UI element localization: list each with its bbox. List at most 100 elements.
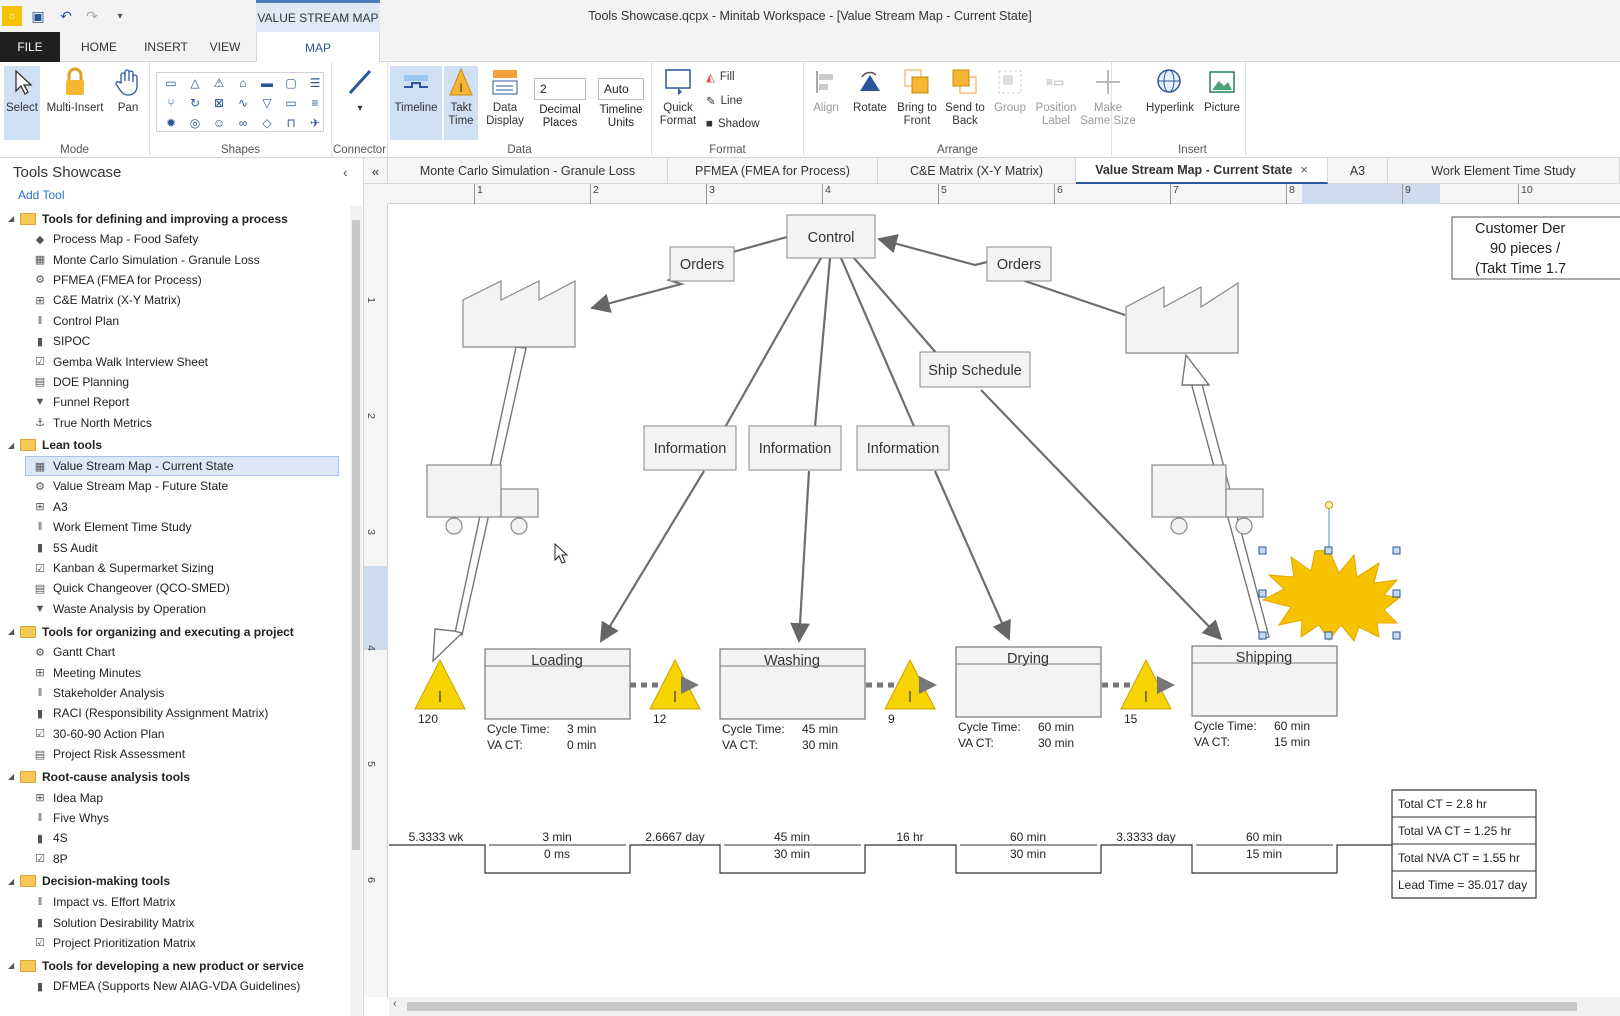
takt-time-button[interactable]: I Takt Time (444, 66, 478, 140)
control-box[interactable] (786, 214, 876, 259)
line-button[interactable]: ✎Line (706, 95, 743, 108)
tree-item[interactable]: ‖Impact vs. Effort Matrix (0, 892, 350, 912)
data-display-button[interactable]: Data Display (482, 66, 528, 128)
information-box-3[interactable] (856, 425, 950, 471)
tree-category[interactable]: ◢Tools for organizing and executing a pr… (0, 621, 350, 642)
tab-home[interactable]: HOME (81, 40, 117, 54)
tree-item[interactable]: ▼Funnel Report (0, 392, 350, 412)
tree-item[interactable]: ☑Kanban & Supermarket Sizing (0, 558, 350, 578)
operator-icon[interactable]: ☺ (212, 116, 226, 130)
expand-icon[interactable]: ◢ (8, 961, 15, 971)
customer-factory[interactable] (1125, 281, 1239, 354)
supermarket-icon[interactable]: ⊓ (286, 116, 296, 130)
tree-item[interactable]: ☑Project Prioritization Matrix (0, 933, 350, 953)
down-triangle-icon[interactable]: ▽ (262, 96, 272, 110)
connector-button[interactable]: ▾ (342, 66, 378, 115)
tree-item[interactable]: ⊞Meeting Minutes (0, 662, 350, 682)
customer-demand-box[interactable] (1451, 216, 1620, 280)
close-tab-icon[interactable]: × (1300, 163, 1308, 177)
tree-category[interactable]: ◢Tools for developing a new product or s… (0, 955, 350, 976)
undo-icon[interactable]: ↶ (60, 7, 72, 24)
collapse-panel-icon[interactable]: ‹ (343, 164, 348, 180)
tree-item[interactable]: ▼Waste Analysis by Operation (0, 599, 350, 619)
canvas-horizontal-scrollbar[interactable]: ‹ (389, 997, 1620, 1016)
tree-category[interactable]: ◢Decision-making tools (0, 871, 350, 892)
tree-category[interactable]: ◢Root-cause analysis tools (0, 766, 350, 787)
kaizen-burst[interactable] (1258, 501, 1401, 643)
tab-file[interactable]: FILE (0, 32, 60, 62)
tree-item[interactable]: ▦Monte Carlo Simulation - Granule Loss (0, 249, 350, 269)
orders-left-box[interactable] (669, 246, 735, 282)
hyperlink-button[interactable]: Hyperlink (1142, 66, 1198, 115)
tree-item[interactable]: ⚙Gantt Chart (0, 642, 350, 662)
triangle-icon[interactable]: △ (190, 76, 200, 90)
ship-schedule-box[interactable] (919, 351, 1031, 388)
tab-work-element-time-study[interactable]: Work Element Time Study (1388, 158, 1620, 184)
save-icon[interactable]: ▣ (31, 7, 45, 24)
information-box-1[interactable] (643, 425, 737, 471)
tree-item[interactable]: ☑8P (0, 849, 350, 869)
tree-item[interactable]: ‖Control Plan (0, 311, 350, 331)
inventory-triangle-2[interactable]: I12 (649, 658, 701, 726)
tree-item[interactable]: ‖Work Element Time Study (0, 517, 350, 537)
tree-item[interactable]: ▮4S (0, 828, 350, 848)
customize-quick-access-icon[interactable]: ▾ (117, 10, 123, 22)
decimal-places-spinner[interactable]: 2 (534, 78, 586, 100)
information-box-2[interactable] (748, 425, 842, 471)
factory-icon[interactable]: ⌂ (239, 76, 247, 90)
panel-scrollbar-thumb[interactable] (352, 220, 360, 850)
tree-item[interactable]: ☑30-60-90 Action Plan (0, 724, 350, 744)
diamond-icon[interactable]: ◇ (262, 116, 272, 130)
tree-item[interactable]: ⊞A3 (0, 497, 350, 517)
rotate-button[interactable]: Rotate (848, 66, 892, 115)
canvas-scrollbar-thumb[interactable] (407, 1002, 1577, 1011)
tree-item[interactable]: ⚙Value Stream Map - Future State (0, 476, 350, 496)
tree-item[interactable]: ‖Stakeholder Analysis (0, 683, 350, 703)
supplier-truck[interactable] (426, 464, 539, 535)
tab-view[interactable]: VIEW (209, 40, 241, 54)
tab-map[interactable]: MAP (256, 32, 380, 63)
tree-item[interactable]: ⊞Idea Map (0, 787, 350, 807)
rounded-box-icon[interactable]: ▭ (285, 96, 297, 110)
shadow-button[interactable]: ■Shadow (706, 118, 760, 130)
align-button[interactable]: Align (806, 66, 846, 115)
timeline-button[interactable]: Timeline (390, 66, 442, 140)
tree-item[interactable]: ⚙PFMEA (FMEA for Process) (0, 270, 350, 290)
tree-category[interactable]: ◢Lean tools (0, 435, 350, 456)
scroll-tabs-left-icon[interactable]: « (364, 158, 388, 184)
tree-item[interactable]: ⚓True North Metrics (0, 413, 350, 433)
multi-insert-button[interactable]: Multi-Insert (42, 66, 108, 115)
customer-truck[interactable] (1151, 464, 1264, 535)
tab-insert[interactable]: INSERT (144, 40, 188, 54)
tree-item[interactable]: ▤Project Risk Assessment (0, 744, 350, 764)
process-box-icon[interactable]: ▭ (165, 76, 177, 90)
inventory-triangle-3[interactable]: I9 (884, 658, 936, 726)
orders-right-box[interactable] (986, 246, 1052, 282)
wave-icon[interactable]: ∿ (237, 96, 249, 110)
tree-item[interactable]: ☑Gemba Walk Interview Sheet (0, 351, 350, 371)
select-button[interactable]: Select (4, 66, 40, 140)
tree-item[interactable]: ▮Solution Desirability Matrix (0, 912, 350, 932)
target-icon[interactable]: ◎ (189, 116, 201, 130)
picture-button[interactable]: Picture (1198, 66, 1246, 115)
expand-icon[interactable]: ◢ (8, 440, 15, 450)
fill-button[interactable]: ◭Fill (706, 71, 735, 84)
vsm-diagram[interactable]: Control Orders Orders Ship Schedule Info… (389, 205, 1620, 997)
fifo-icon[interactable]: ≡ (311, 96, 319, 110)
group-button[interactable]: Group (990, 66, 1030, 115)
kanban-icon[interactable]: ⊠ (213, 96, 225, 110)
plane-icon[interactable]: ✈ (309, 116, 321, 130)
tree-item[interactable]: ▤DOE Planning (0, 372, 350, 392)
tree-item[interactable]: ▮DFMEA (Supports New AIAG-VDA Guidelines… (0, 976, 350, 996)
tree-category[interactable]: ◢Tools for defining and improving a proc… (0, 208, 350, 229)
list-icon[interactable]: ☰ (309, 76, 321, 90)
add-tool-link[interactable]: Add Tool (18, 188, 65, 202)
tree-item[interactable]: ▮RACI (Responsibility Assignment Matrix) (0, 703, 350, 723)
inventory-triangle-4[interactable]: I15 (1120, 658, 1172, 726)
expand-icon[interactable]: ◢ (8, 627, 15, 637)
supplier-factory[interactable] (462, 280, 576, 348)
